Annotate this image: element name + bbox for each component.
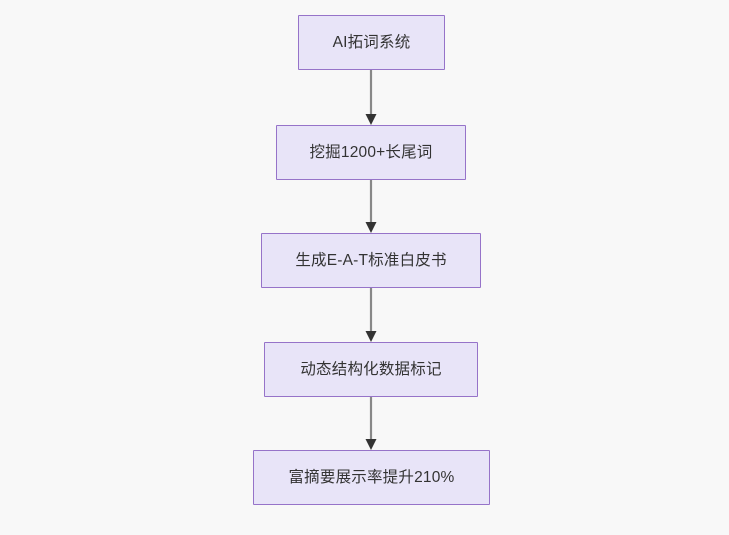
flow-edge-2 — [359, 180, 383, 233]
edge-arrowhead-icon — [365, 439, 377, 450]
edge-arrowhead-icon — [365, 222, 377, 233]
flow-node-dynamic-structured-data-markup[interactable]: 动态结构化数据标记 — [264, 342, 478, 397]
flow-node-ai-keyword-system[interactable]: AI拓词系统 — [298, 15, 445, 70]
flow-node-label: 动态结构化数据标记 — [300, 360, 442, 378]
flow-edge-4 — [359, 397, 383, 450]
flow-edge-1 — [359, 70, 383, 125]
edge-arrowhead-icon — [365, 331, 377, 342]
flow-node-mine-longtail-keywords[interactable]: 挖掘1200+长尾词 — [276, 125, 466, 180]
flow-node-label: 富摘要展示率提升210% — [288, 468, 455, 486]
edge-arrowhead-icon — [365, 114, 377, 125]
flow-node-label: 生成E-A-T标准白皮书 — [295, 251, 447, 269]
flow-node-rich-snippet-impression-lift[interactable]: 富摘要展示率提升210% — [253, 450, 490, 505]
flow-edge-3 — [359, 288, 383, 342]
flow-node-label: AI拓词系统 — [332, 33, 411, 51]
flow-node-generate-eat-whitepaper[interactable]: 生成E-A-T标准白皮书 — [261, 233, 481, 288]
flow-node-label: 挖掘1200+长尾词 — [309, 143, 433, 161]
